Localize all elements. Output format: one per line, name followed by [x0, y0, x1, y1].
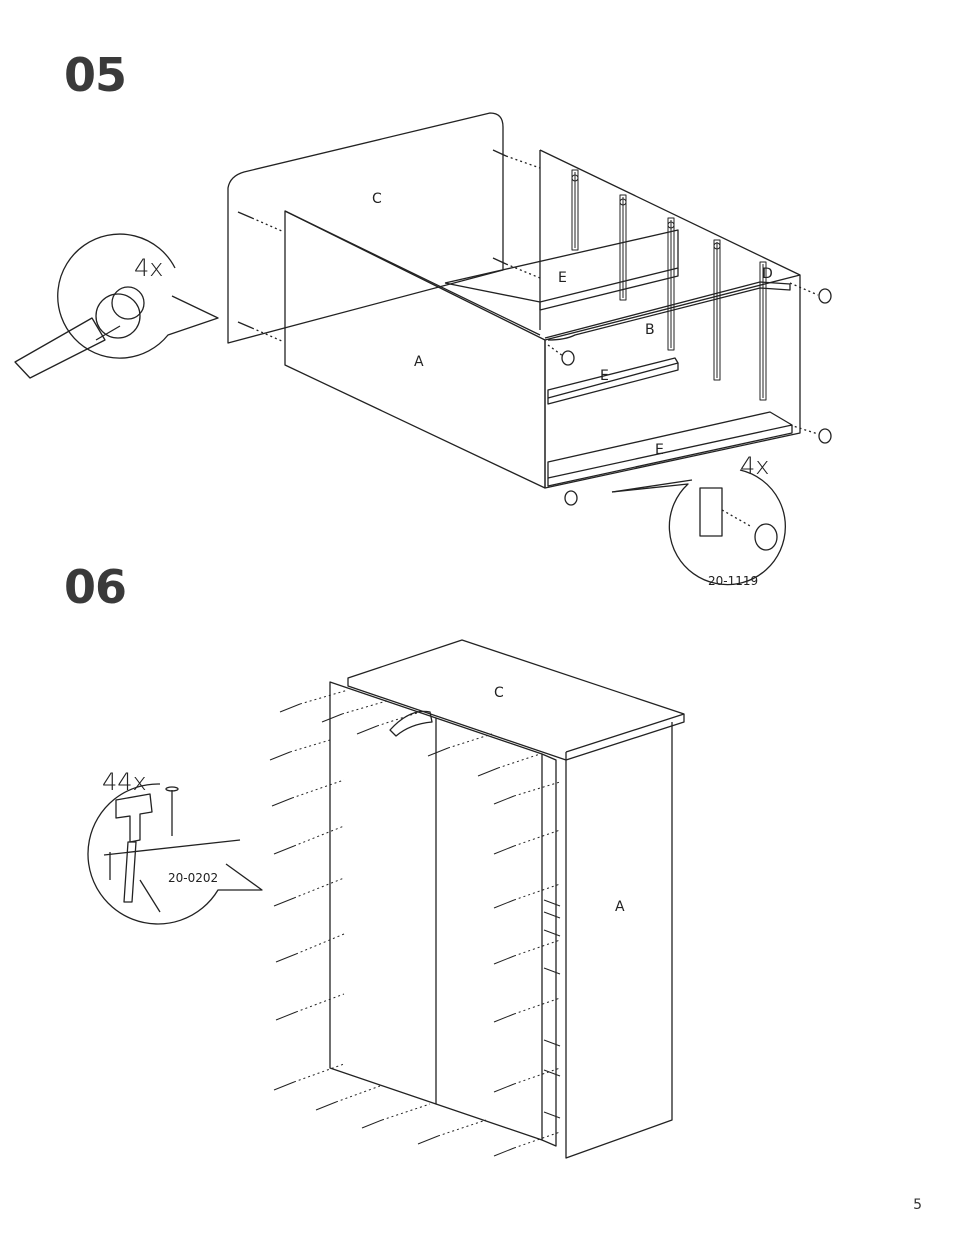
callout-glide-foot	[612, 470, 785, 585]
callout-screwdriver	[15, 234, 218, 378]
label-d-05: D	[762, 266, 773, 282]
side-panel-a	[566, 722, 672, 1158]
qty-nails: 44x	[102, 768, 147, 796]
panel-c-outline	[228, 113, 503, 343]
label-c-05: C	[372, 191, 382, 207]
page-number: 5	[913, 1197, 922, 1213]
nails	[270, 690, 560, 1156]
code-glide-foot: 20-1119	[708, 574, 758, 588]
back-panel-right	[436, 718, 542, 1140]
label-c-06: C	[494, 685, 504, 701]
back-panel-left	[330, 682, 436, 1104]
qty-screwdriver: 4x	[134, 254, 163, 282]
glide-feet	[548, 283, 831, 505]
panel-a-outline	[285, 211, 545, 488]
step06-drawing	[88, 640, 684, 1158]
callout-hammer	[88, 784, 262, 924]
label-a-06: A	[615, 899, 625, 915]
label-b-05: B	[645, 322, 655, 338]
qty-glide-foot: 4x	[740, 452, 769, 480]
code-nails: 20-0202	[168, 871, 218, 885]
panel-b-frame	[540, 150, 800, 488]
label-a-05: A	[414, 354, 424, 370]
label-e-top: E	[558, 270, 567, 286]
stretcher-e-mid	[548, 358, 678, 398]
stretcher-e-top	[445, 230, 678, 302]
label-e-mid: E	[600, 368, 609, 384]
step05-drawing	[15, 113, 831, 585]
top-panel-c	[348, 640, 684, 760]
label-e-bottom: E	[655, 442, 664, 458]
